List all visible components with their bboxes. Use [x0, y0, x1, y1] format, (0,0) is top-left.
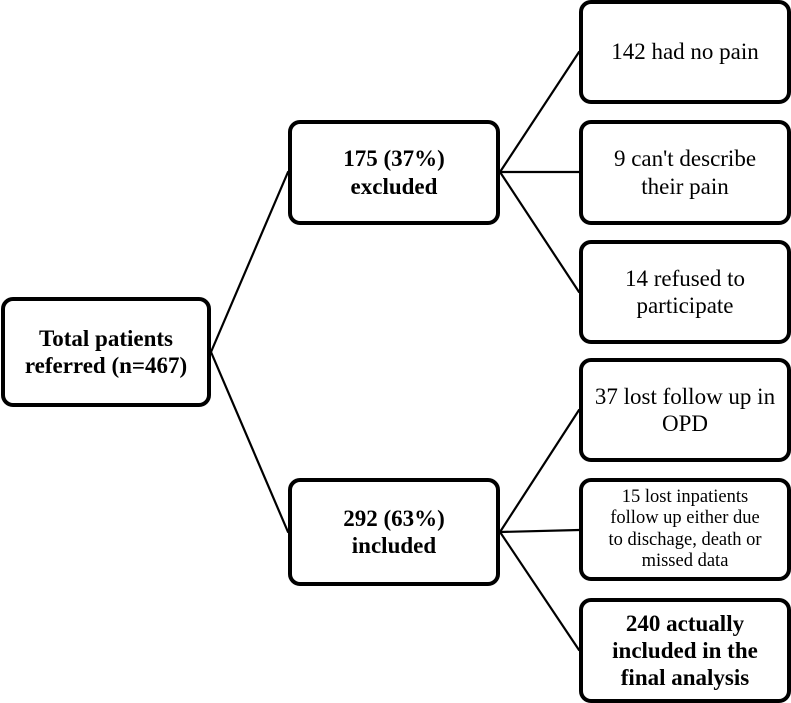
node-lost-inpatients-label: 15 lost inpatients follow up either due … — [608, 486, 762, 571]
node-total-patients: Total patients referred (n=467) — [1, 297, 211, 407]
edge-root-to-included — [209, 350, 290, 534]
node-final-analysis: 240 actually included in the final analy… — [579, 598, 791, 703]
node-refused-label: 14 refused to participate — [624, 265, 746, 318]
edge-excluded-to-no-pain — [498, 50, 581, 174]
node-excluded-label: 175 (37%) excluded — [343, 146, 445, 199]
edge-excluded-to-refused — [498, 170, 581, 294]
node-included-label: 292 (63%) included — [343, 505, 445, 558]
node-no-pain-label: 142 had no pain — [611, 39, 759, 65]
node-lost-follow-up-opd-label: 37 lost follow up in OPD — [594, 383, 776, 436]
edge-included-to-final-analysis — [498, 530, 581, 652]
node-no-pain: 142 had no pain — [579, 0, 791, 104]
node-cant-describe-pain: 9 can't describe their pain — [579, 120, 791, 225]
node-refused: 14 refused to participate — [579, 240, 791, 344]
node-excluded: 175 (37%) excluded — [288, 120, 500, 225]
node-cant-describe-pain-label: 9 can't describe their pain — [613, 146, 757, 199]
edge-included-to-lost-opd — [498, 408, 581, 534]
edge-included-to-lost-inpatients — [498, 528, 581, 534]
node-lost-inpatients: 15 lost inpatients follow up either due … — [579, 478, 791, 581]
node-included: 292 (63%) included — [288, 478, 500, 586]
node-lost-follow-up-opd: 37 lost follow up in OPD — [579, 358, 791, 462]
node-total-patients-label: Total patients referred (n=467) — [24, 325, 188, 378]
edge-root-to-excluded — [209, 170, 290, 354]
node-final-analysis-label: 240 actually included in the final analy… — [612, 610, 758, 691]
